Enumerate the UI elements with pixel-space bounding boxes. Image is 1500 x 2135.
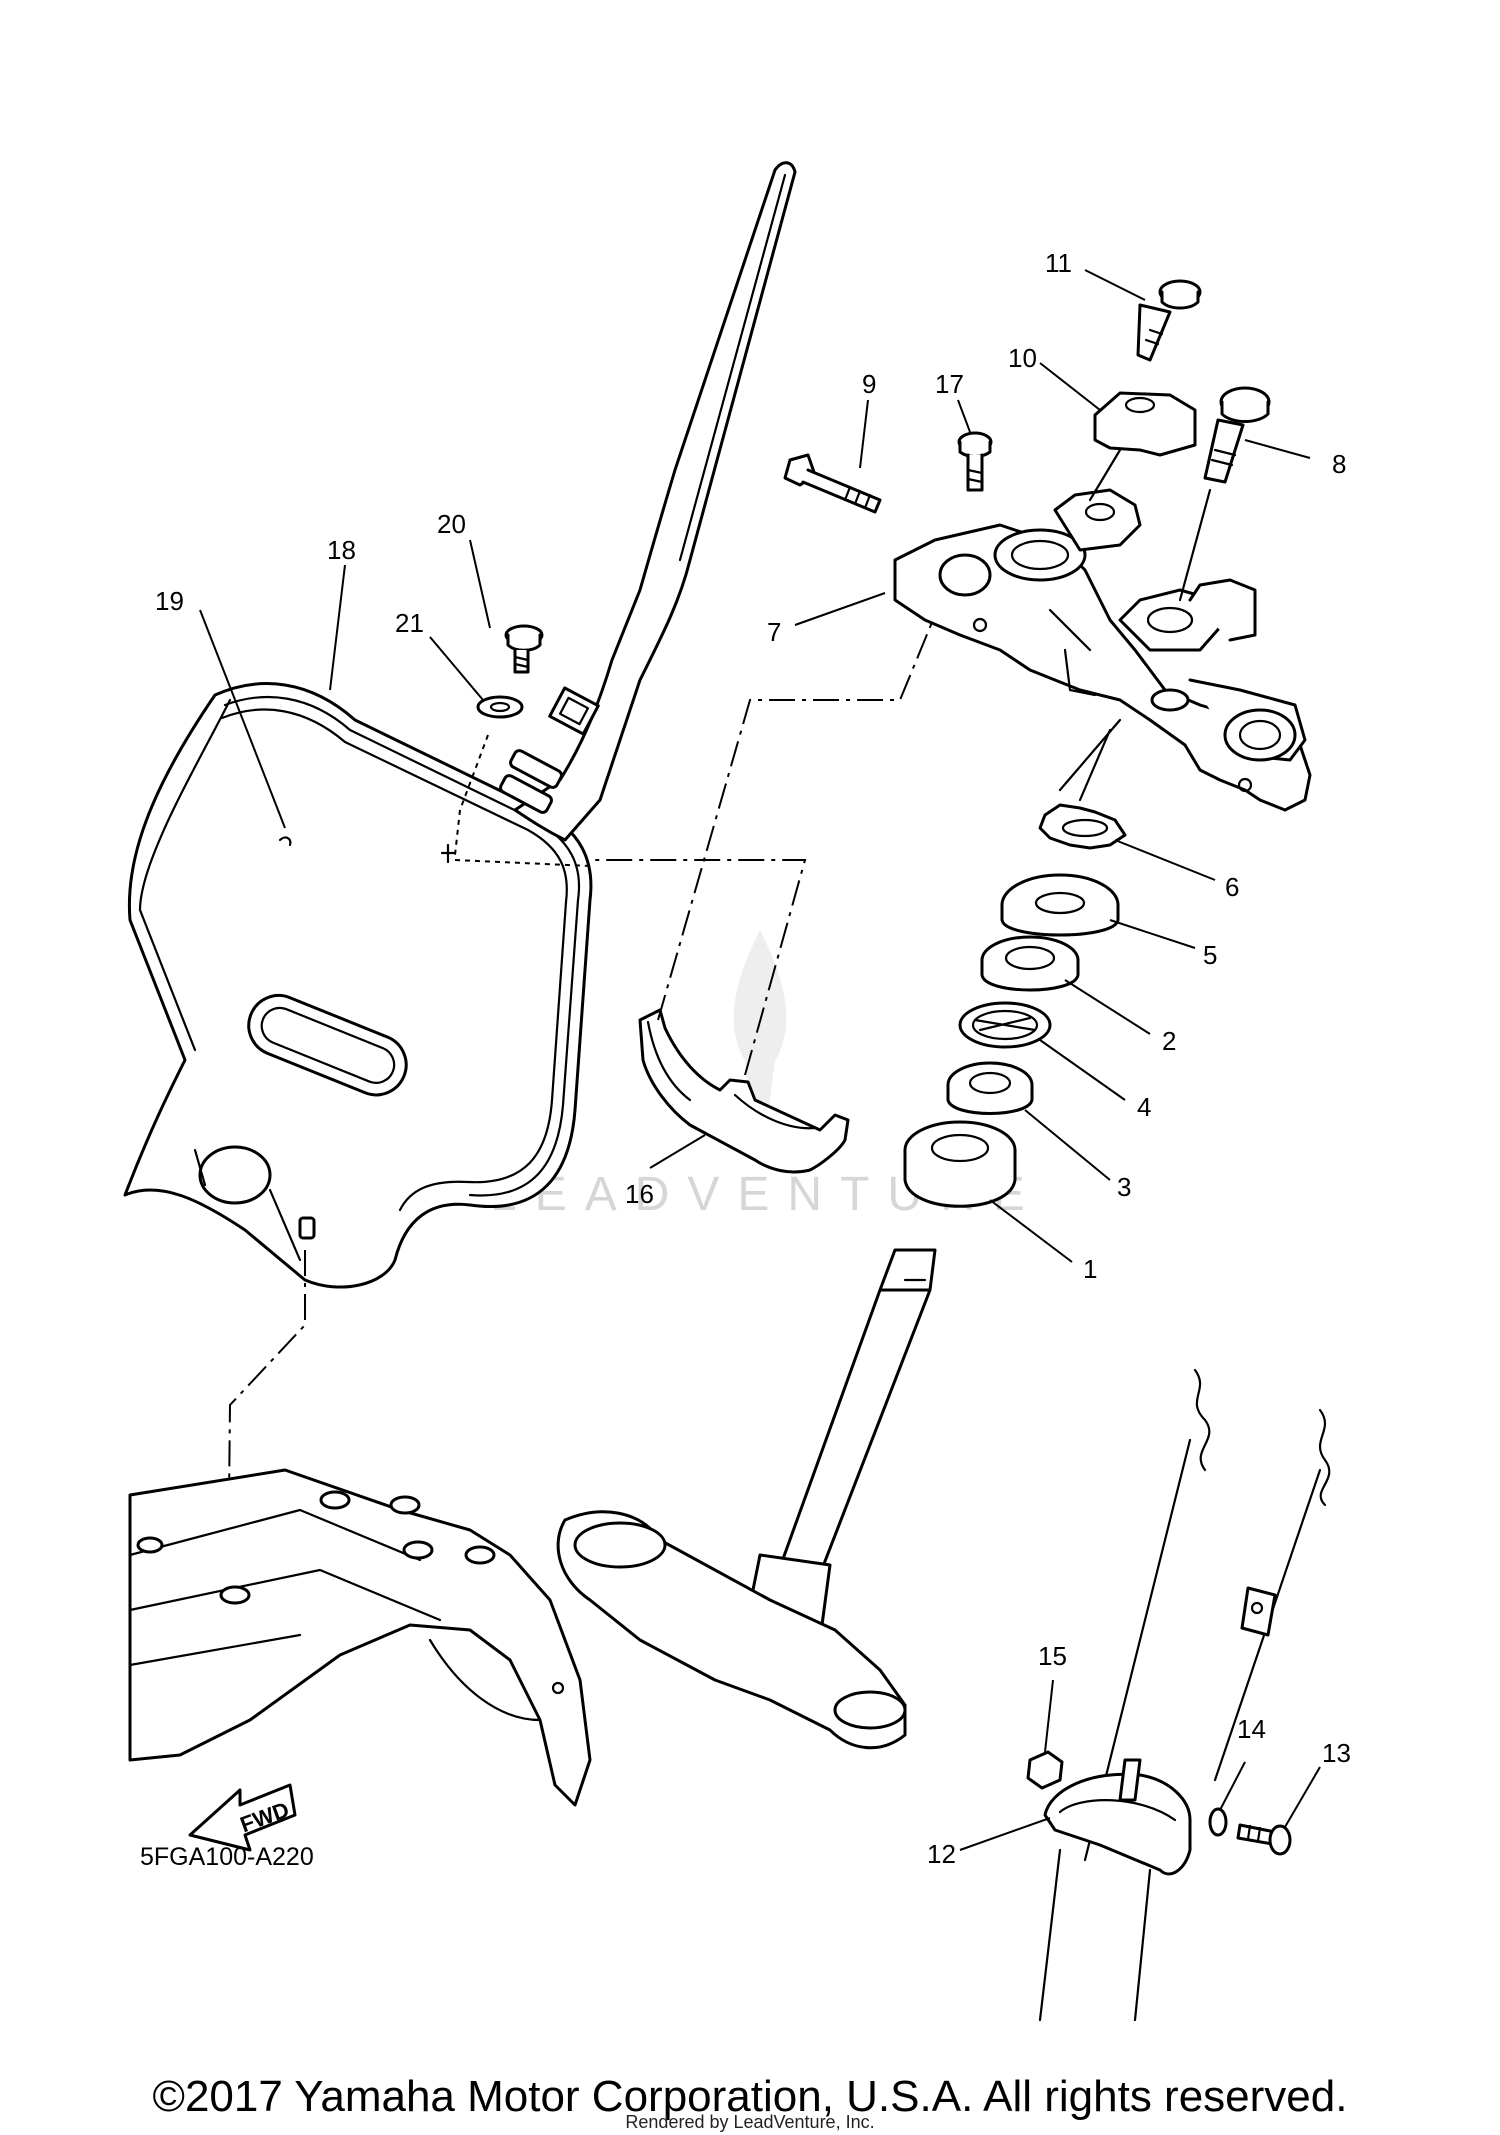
part-13-bolt	[1236, 1823, 1292, 1856]
part-7-upper-bracket	[893, 488, 1312, 812]
part-12-cable-holder	[1043, 1758, 1192, 1876]
callout-5: 5	[1203, 940, 1217, 970]
callout-1: 1	[1083, 1254, 1097, 1284]
part-5-dust-seal	[1000, 873, 1120, 937]
callout-20: 20	[437, 509, 466, 539]
rendered-by-notice: Rendered by LeadVenture, Inc.	[625, 2112, 875, 2132]
ref-line-b	[590, 859, 807, 1076]
part-14-washer	[1208, 1807, 1228, 1837]
part-20-bolt	[504, 624, 544, 674]
callout-13: 13	[1322, 1738, 1351, 1768]
part-10-clamp-cap	[1093, 391, 1197, 457]
callout-4: 4	[1137, 1092, 1151, 1122]
part-6-ring-nut	[1038, 803, 1127, 850]
ref-line-a	[657, 614, 936, 1021]
steering-stem	[556, 1248, 937, 1750]
part-15-nut	[1026, 1750, 1064, 1790]
callout-6: 6	[1225, 872, 1239, 902]
diagram-code: 5FGA100-A220	[140, 1843, 314, 1871]
part-3-bearing-race	[946, 1061, 1034, 1115]
part-21-washer	[476, 695, 524, 719]
callout-18: 18	[327, 535, 356, 565]
part-16-bracket	[638, 1008, 850, 1174]
part-8-bolt	[1203, 386, 1271, 484]
leader-lines	[199, 269, 1321, 1851]
cable-guide	[499, 161, 797, 842]
copyright-notice: ©2017 Yamaha Motor Corporation, U.S.A. A…	[152, 2072, 1348, 2121]
fork-tube	[1038, 1368, 1331, 2022]
callout-11: 11	[1045, 248, 1072, 278]
callout-10: 10	[1008, 343, 1037, 373]
callout-19: 19	[155, 586, 184, 616]
callouts: 1 2 3 4 5 6 7 8 9 10 11 12 13 14 15 16 1…	[155, 248, 1351, 1869]
part-11-bolt	[1136, 279, 1202, 362]
part-1-bearing	[903, 1120, 1017, 1208]
callout-8: 8	[1332, 449, 1346, 479]
callout-17: 17	[935, 369, 964, 399]
part-2-bearing-race	[980, 935, 1080, 992]
callout-15: 15	[1038, 1641, 1067, 1671]
part-9-bolt	[783, 453, 882, 514]
part-4-ball-bearing	[958, 1001, 1052, 1049]
callout-2: 2	[1162, 1026, 1176, 1056]
callout-12: 12	[927, 1839, 956, 1869]
callout-21: 21	[395, 608, 424, 638]
number-plate	[123, 682, 593, 1289]
callout-7: 7	[767, 617, 781, 647]
part-17-bolt	[957, 431, 993, 492]
callout-16: 16	[625, 1179, 654, 1209]
front-fender	[128, 1468, 592, 1807]
callout-14: 14	[1237, 1714, 1266, 1744]
callout-3: 3	[1117, 1172, 1131, 1202]
fwd-arrow: FWD	[188, 1783, 297, 1852]
callout-9: 9	[862, 369, 876, 399]
